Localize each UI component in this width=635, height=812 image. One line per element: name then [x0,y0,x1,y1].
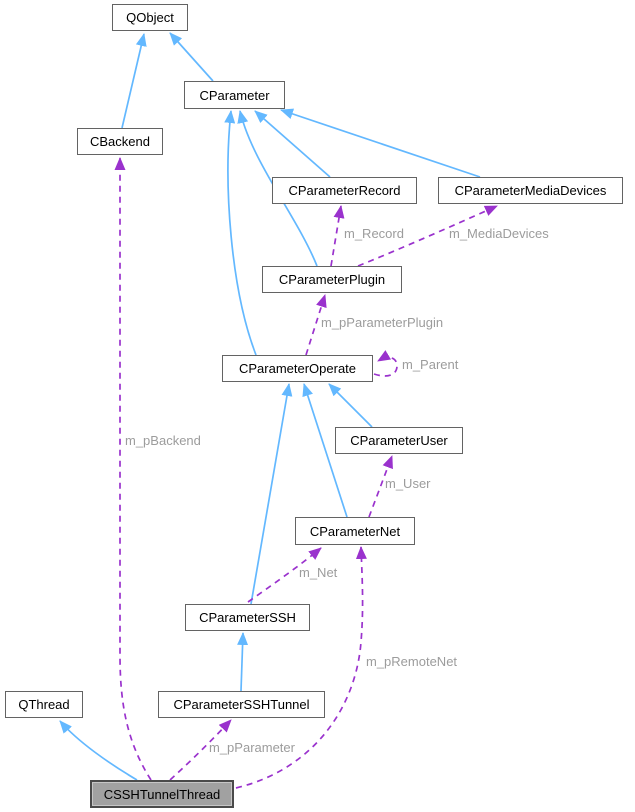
edge-label-m-net: m_Net [299,565,338,580]
edge-csshtunnelthread-to-qthread [59,720,138,781]
edge-m-parent-self-loop [373,350,398,377]
node-cparameter[interactable]: CParameter [184,81,285,109]
node-qobject[interactable]: QObject [112,4,188,31]
edge-label-m-premotenet: m_pRemoteNet [366,654,458,669]
node-cparametermediadevices[interactable]: CParameterMediaDevices [438,177,623,204]
node-cparameterrecord[interactable]: CParameterRecord [272,177,417,204]
edge-m-net [247,547,322,603]
edge-m-record [330,205,345,267]
edge-m-premotenet [235,546,367,789]
edge-cbackend-to-qobject [121,33,147,129]
edge-cparametermediadevices-to-cparameter [280,108,481,178]
edge-m-pbackend [114,157,152,781]
edge-label-m-mediadevices: m_MediaDevices [449,226,549,241]
edge-label-m-pparameter: m_pParameter [209,740,295,755]
edge-cparameterrecord-to-cparameter [254,110,331,178]
node-cparameterplugin[interactable]: CParameterPlugin [262,266,402,293]
node-cparameteruser[interactable]: CParameterUser [335,427,463,454]
edge-label-m-parent: m_Parent [402,357,459,372]
edge-cparametersshtunnel-to-cparameterssh [237,632,249,692]
edge-m-mediadevices [357,205,498,267]
node-qthread[interactable]: QThread [5,691,83,718]
edge-cparameteroperate-to-cparameter [224,110,257,356]
node-cparameternet[interactable]: CParameterNet [295,517,415,545]
node-cparametersshtunnel[interactable]: CParameterSSHTunnel [158,691,325,718]
node-cbackend[interactable]: CBackend [77,128,163,155]
node-cparameteroperate[interactable]: CParameterOperate [222,355,373,382]
edge-cparameter-to-qobject [169,32,214,82]
edge-label-m-pbackend: m_pBackend [125,433,201,448]
edge-label-m-record: m_Record [344,226,404,241]
edge-cparameternet-to-cparameteroperate [302,383,348,518]
edge-m-pparameter [169,719,232,781]
node-cparameterssh[interactable]: CParameterSSH [185,604,310,631]
edge-label-m-pparameterplugin: m_pParameterPlugin [321,315,444,330]
edge-cparameterssh-to-cparameteroperate [250,383,293,605]
edge-label-m-user: m_User [385,476,431,491]
edge-cparameteruser-to-cparameteroperate [328,383,373,428]
node-csshtunnelthread-current: CSSHTunnelThread [90,780,234,808]
